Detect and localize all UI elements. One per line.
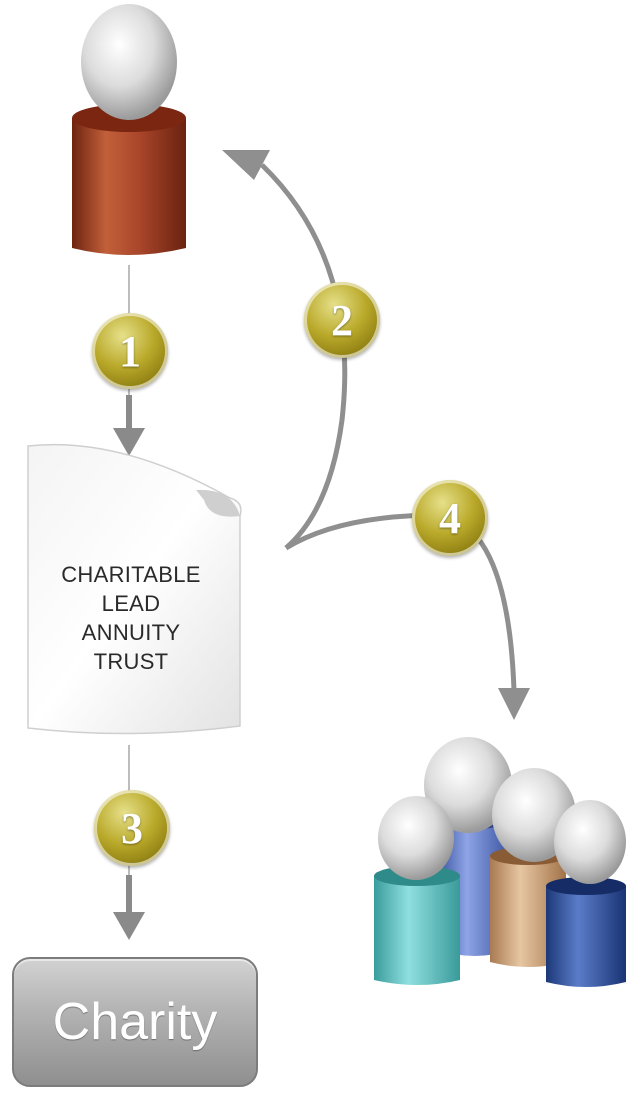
step-1-number: 1 xyxy=(119,326,141,376)
donor-head xyxy=(81,4,177,120)
heirs-group xyxy=(374,737,626,987)
step-2-number: 2 xyxy=(331,295,353,345)
donor-figure xyxy=(72,4,186,255)
arrow-trust-to-donor xyxy=(260,163,348,550)
charity-label: Charity xyxy=(52,993,218,1051)
trust-document-label: CHARITABLE LEAD ANNUITY TRUST xyxy=(22,560,240,676)
step-4-number: 4 xyxy=(439,493,461,543)
charity-box: Charity xyxy=(12,957,258,1087)
arrow-down-to-trust xyxy=(113,428,145,456)
step-3-number: 3 xyxy=(121,803,143,853)
step-2-badge: 2 xyxy=(304,282,380,358)
trust-label-line-1: CHARITABLE xyxy=(61,562,201,587)
trust-label-line-4: TRUST xyxy=(93,649,169,674)
step-4-badge: 4 xyxy=(412,480,488,556)
step-3-badge: 3 xyxy=(94,790,170,866)
step-1-badge: 1 xyxy=(92,313,168,389)
arrow-down-to-charity xyxy=(113,912,145,940)
trust-document-icon xyxy=(27,443,242,735)
trust-label-line-2: LEAD xyxy=(101,591,161,616)
trust-label-line-3: ANNUITY xyxy=(81,620,181,645)
